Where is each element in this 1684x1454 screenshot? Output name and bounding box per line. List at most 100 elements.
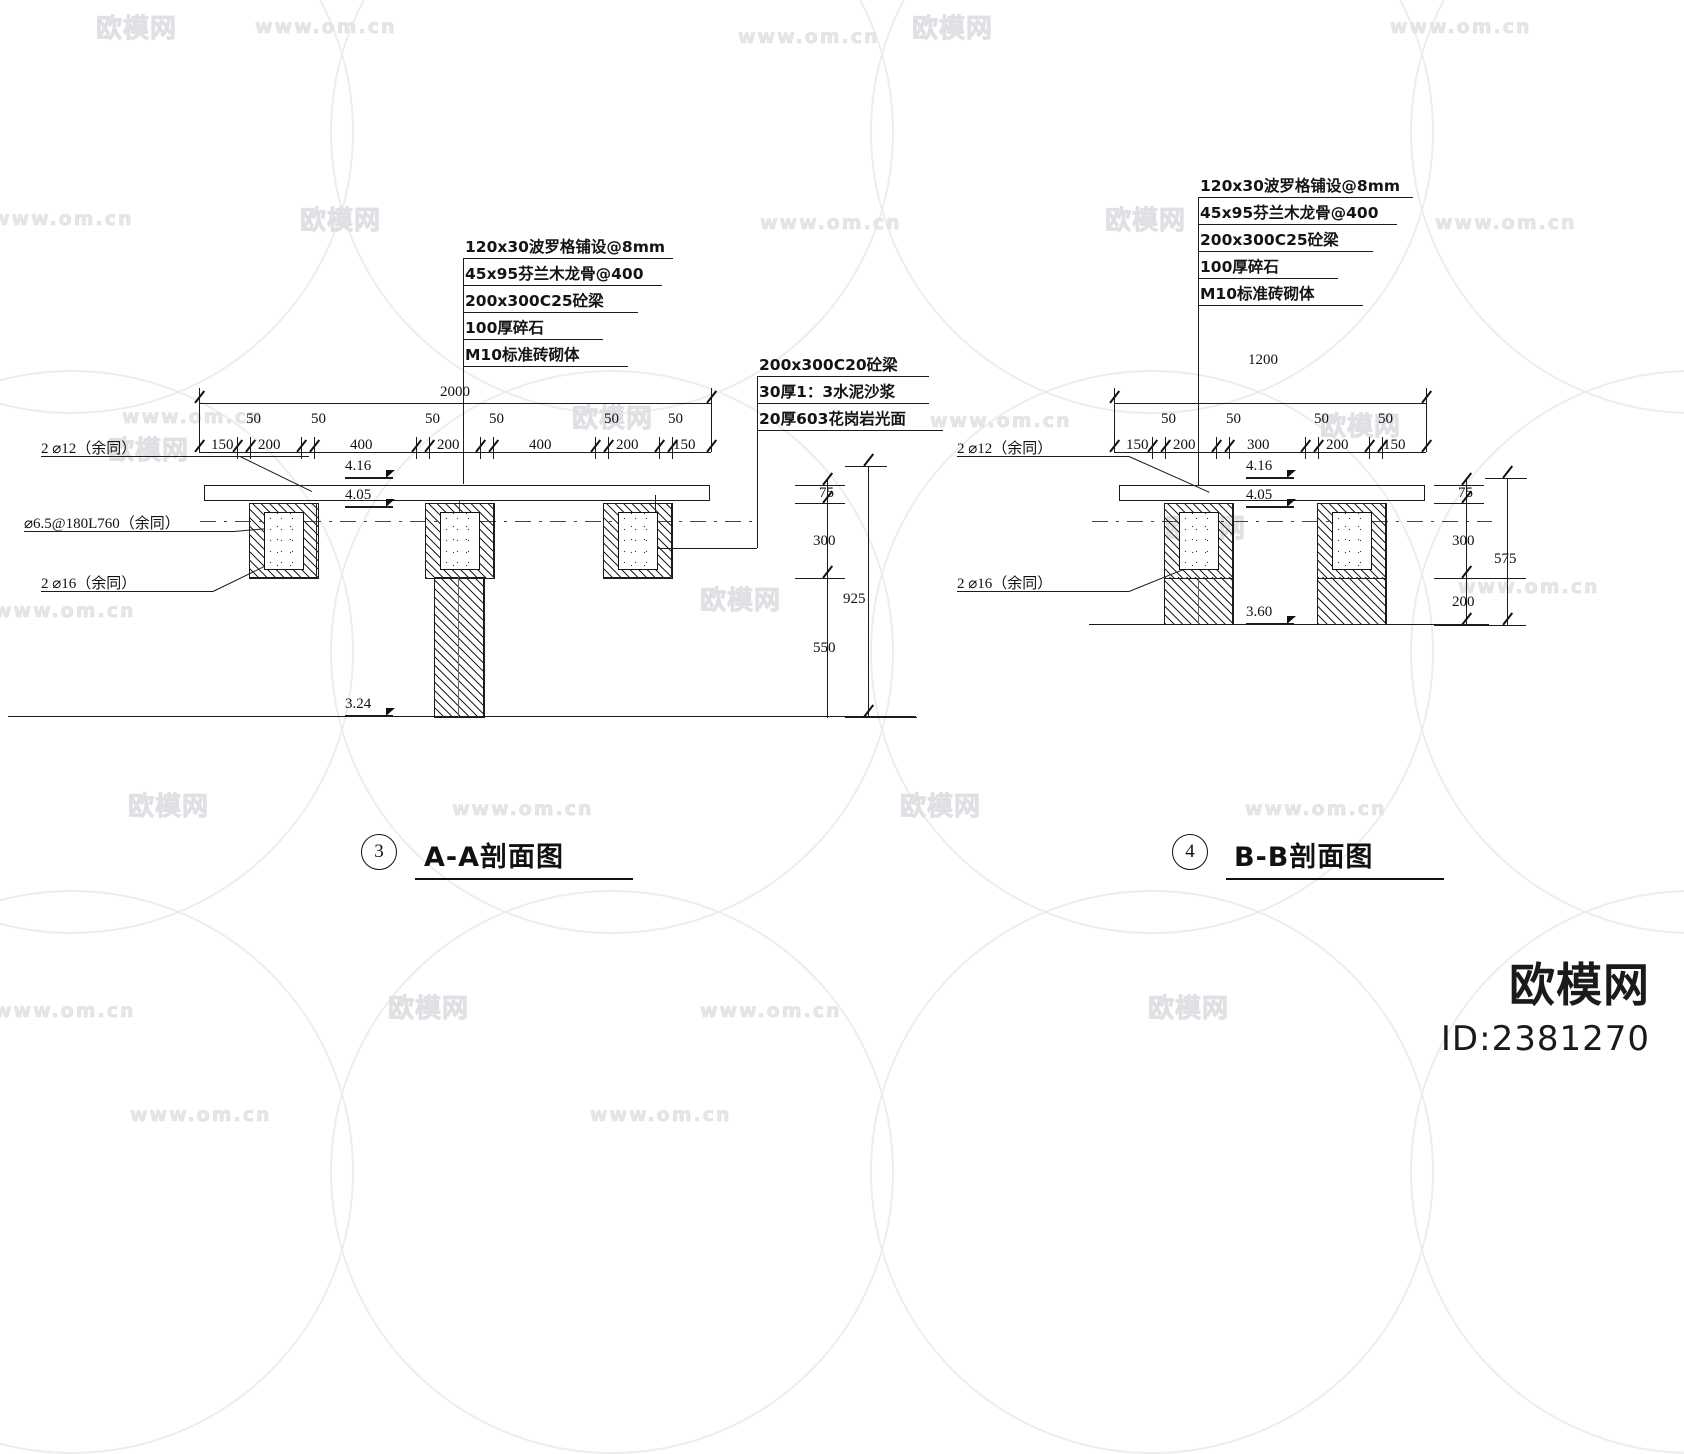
elevation-rule: [1246, 623, 1294, 625]
pier-edge: [1385, 503, 1387, 625]
title-underline: [415, 878, 633, 881]
elevation-label: 3.24: [345, 696, 372, 712]
section-a-a: 120x30波罗格铺设@8mm 45x95芬兰木龙骨@400 200x300C2…: [8, 238, 943, 881]
label-rebar-bottom-aa: 2 ⌀16（余同）: [41, 576, 137, 592]
dim-gap-value: 50: [489, 411, 504, 427]
elevation-rule: [1246, 506, 1294, 508]
dim-chain-value: 200: [258, 437, 281, 453]
elevation-label: 3.60: [1246, 604, 1273, 620]
dim-line-vert-bb-2: [1507, 478, 1508, 626]
column-edge: [434, 577, 436, 717]
elevation-label: 4.05: [1246, 487, 1273, 503]
dim-gap-value: 50: [1378, 411, 1393, 427]
dim-ext-line: [1318, 437, 1319, 459]
dim-ext-line: [795, 578, 845, 579]
dim-gap-value: 50: [311, 411, 326, 427]
pier-edge: [671, 503, 673, 577]
note-rule: [463, 312, 638, 313]
dim-ext-line: [493, 437, 494, 459]
dim-overall-aa: 2000: [440, 384, 470, 400]
note-line: 20厚603花岗岩光面: [759, 410, 906, 428]
pier-edge: [1232, 503, 1234, 625]
note-line: 45x95芬兰木龙骨@400: [465, 265, 644, 283]
pier-base: [603, 577, 671, 579]
note-leader-spine: [757, 376, 758, 430]
pier-base: [249, 577, 317, 579]
dim-chain-value: 200: [1326, 437, 1349, 453]
dim-chain-value: 200: [437, 437, 460, 453]
elevation-triangle: [386, 499, 395, 507]
concrete-beam: [618, 512, 658, 570]
detail-title-text: A-A剖面图: [424, 842, 564, 873]
dim-ext-line: [199, 388, 200, 452]
dim-ext-line: [1434, 625, 1526, 626]
note-leader-spine: [1198, 197, 1199, 305]
note-line: 120x30波罗格铺设@8mm: [465, 238, 666, 256]
dim-ext-line: [595, 437, 596, 459]
dim-vert-value: 75: [1458, 485, 1473, 501]
column-center: [458, 577, 459, 717]
note-line: 100厚碎石: [465, 319, 544, 337]
pier-edge: [316, 503, 318, 577]
elevation-triangle: [1287, 499, 1296, 507]
note-rule: [1198, 305, 1363, 306]
pier-edge: [249, 503, 251, 577]
dim-ext-line: [1229, 437, 1230, 459]
column-edge: [483, 577, 485, 717]
section-b-b: 120x30波罗格铺设@8mm 45x95芬兰木龙骨@400 200x300C2…: [957, 177, 1527, 881]
leader-line: [957, 456, 1129, 457]
leader-line: [213, 456, 309, 457]
leader-line: [41, 591, 213, 592]
dim-chain-value: 150: [673, 437, 696, 453]
dim-ext-line: [237, 437, 238, 459]
dim-chain-value: 150: [1383, 437, 1406, 453]
pier-edge: [1317, 503, 1319, 625]
dim-line-chain-bb: [1114, 452, 1426, 453]
pier-footing: [1164, 577, 1234, 625]
dim-ext-line: [711, 388, 712, 452]
deck-end-line: [709, 485, 710, 501]
dim-chain-value: 200: [616, 437, 639, 453]
pier-column: [434, 577, 485, 718]
dim-vert-value: 550: [813, 640, 836, 656]
leader-line: [41, 456, 213, 457]
site-brand: 欧模网 ID:2381270: [1441, 962, 1650, 1056]
detail-title-text: B-B剖面图: [1234, 842, 1374, 873]
dim-line-overall-bb: [1114, 403, 1426, 404]
dim-chain-value: 400: [350, 437, 373, 453]
dim-line-vert-bb: [1466, 478, 1467, 626]
elevation-triangle: [1287, 616, 1296, 624]
dim-ext-line: [301, 437, 302, 459]
note-line: 30厚1：3水泥沙浆: [759, 383, 896, 401]
elevation-label: 4.16: [1246, 458, 1273, 474]
note-rule: [757, 430, 943, 431]
dim-ext-line: [1152, 437, 1153, 459]
leader-line: [24, 531, 234, 532]
dim-ext-line: [1485, 478, 1527, 479]
dim-ext-line: [314, 437, 315, 459]
elevation-triangle: [386, 708, 395, 716]
dim-chain-value: 400: [529, 437, 552, 453]
ground-line-bb: [1089, 624, 1489, 626]
deck-top-line: [1119, 485, 1424, 487]
elevation-rule: [1246, 477, 1294, 479]
dim-vert-value: 925: [843, 591, 866, 607]
title-underline: [1226, 878, 1444, 881]
deck-bottom-line: [204, 500, 709, 502]
dim-chain-value: 300: [1247, 437, 1270, 453]
note-line: 200x300C20砼梁: [759, 356, 898, 374]
dim-gap-value: 50: [246, 411, 261, 427]
dim-ext-line: [480, 437, 481, 459]
note-leader-line: [463, 366, 464, 484]
note-rule: [1198, 251, 1373, 252]
note-leader-line: [1198, 305, 1199, 485]
dim-vert-value: 300: [813, 533, 836, 549]
label-rebar-top-bb: 2 ⌀12（余同）: [957, 441, 1053, 457]
dim-vert-value: 300: [1452, 533, 1475, 549]
dim-ext-line: [795, 503, 845, 504]
elevation-rule: [345, 477, 393, 479]
concrete-beam: [264, 512, 304, 570]
label-rebar-bottom-bb: 2 ⌀16（余同）: [957, 576, 1053, 592]
center-datum-line-bb: [1092, 521, 1492, 522]
